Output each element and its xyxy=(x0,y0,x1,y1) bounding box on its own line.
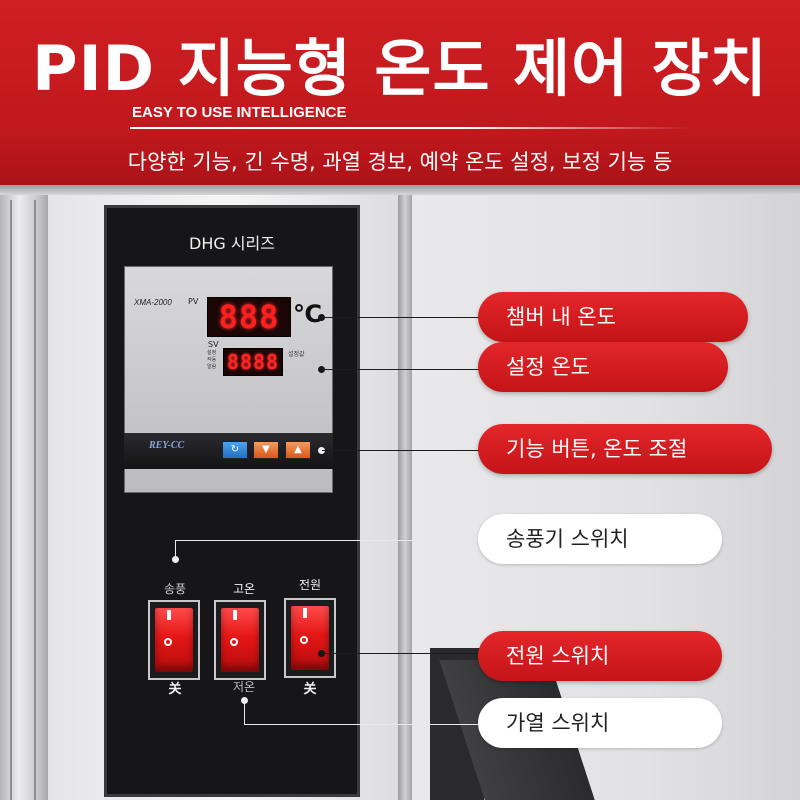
heating-leader-line xyxy=(244,724,480,725)
rocker xyxy=(291,606,329,670)
heating-switch[interactable] xyxy=(214,600,266,680)
callout-chamber-temperature: 챔버 내 온도 xyxy=(478,292,748,342)
off-mark-icon xyxy=(164,638,172,646)
indicator-labels: 설정 작동 알람 xyxy=(207,350,216,371)
pv-leader-line xyxy=(322,317,482,318)
page-title: PID 지능형 온도 제어 장치 xyxy=(32,32,768,105)
indicator-label: 작동 xyxy=(207,357,217,363)
subtitle-features: 다양한 기능, 긴 수명, 과열 경보, 예약 온도 설정, 보정 기능 등 xyxy=(127,150,673,174)
heat-low-label: 저온 xyxy=(232,680,256,694)
fan-leader-vertical xyxy=(175,540,176,558)
set-temperature-display: 8888 xyxy=(223,348,283,376)
fan-switch[interactable] xyxy=(148,600,200,680)
indicator-label: 알람 xyxy=(207,364,217,370)
power-off-label: 关 xyxy=(303,682,317,697)
rocker xyxy=(221,608,259,672)
fan-leader-line xyxy=(175,540,478,541)
fan-switch-label: 송풍 xyxy=(163,582,187,596)
callout-function-buttons: 기능 버튼, 온도 조절 xyxy=(478,424,772,474)
frame-edge xyxy=(398,195,412,800)
sv-tag: 설정값 xyxy=(288,351,305,358)
power-switch[interactable] xyxy=(284,598,336,678)
fan-pointer-dot xyxy=(172,556,179,563)
callout-heating-switch: 가열 스위치 xyxy=(478,698,722,748)
increase-button[interactable]: ▲ xyxy=(285,441,311,459)
header-divider xyxy=(130,127,690,129)
celsius-unit: ℃ xyxy=(293,300,323,328)
heat-high-label: 고온 xyxy=(232,582,256,596)
pv-pointer-dot xyxy=(318,314,325,321)
callout-fan-switch: 송풍기 스위치 xyxy=(478,514,722,564)
subtitle-english: EASY TO USE INTELLIGENCE xyxy=(132,104,347,121)
heating-leader-vertical xyxy=(244,700,245,724)
power-leader-line xyxy=(322,653,482,654)
cabinet-door xyxy=(0,195,48,800)
fan-off-label: 关 xyxy=(168,682,182,697)
on-mark-icon xyxy=(233,610,237,620)
callout-power-switch: 전원 스위치 xyxy=(478,631,722,681)
header-banner xyxy=(0,0,800,190)
power-pointer-dot xyxy=(318,650,325,657)
set-button[interactable]: ↻ xyxy=(222,441,248,459)
decrease-button[interactable]: ▼ xyxy=(253,441,279,459)
callout-set-temperature: 설정 온도 xyxy=(478,342,728,392)
buttons-leader-line xyxy=(322,450,482,451)
off-mark-icon xyxy=(300,636,308,644)
on-mark-icon xyxy=(167,610,171,620)
on-mark-icon xyxy=(303,608,307,618)
power-switch-label: 전원 xyxy=(298,578,322,592)
cabinet-top-edge xyxy=(0,185,800,197)
buttons-pointer-dot xyxy=(318,447,325,454)
indicator-label: 설정 xyxy=(207,350,217,356)
sv-label: SV xyxy=(208,340,219,349)
brand-logo: REY-CC xyxy=(149,440,185,451)
sv-leader-line xyxy=(322,369,482,370)
chamber-temperature-display: 888 xyxy=(207,297,291,337)
pv-label: PV xyxy=(188,297,199,306)
door-seam xyxy=(10,200,36,800)
controller-model: XMA-2000 xyxy=(134,298,172,307)
series-label: DHG 시리즈 xyxy=(189,234,275,253)
off-mark-icon xyxy=(230,638,238,646)
sv-pointer-dot xyxy=(318,366,325,373)
rocker xyxy=(155,608,193,672)
